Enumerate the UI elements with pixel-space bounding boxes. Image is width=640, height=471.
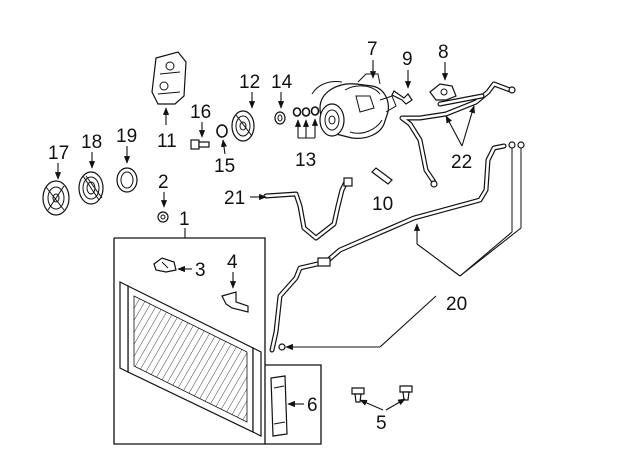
part-18-clutch-coil xyxy=(78,171,104,205)
part-6-receiver xyxy=(270,375,288,437)
callout-18: 18 xyxy=(81,132,102,153)
callout-1: 1 xyxy=(179,209,190,230)
callout-8: 8 xyxy=(438,42,449,63)
leader-5a xyxy=(359,399,384,411)
part-16-bolt xyxy=(190,139,210,150)
callout-17: 17 xyxy=(48,143,69,164)
leader-20b xyxy=(416,243,461,277)
callout-10: 10 xyxy=(372,194,393,215)
callout-13: 13 xyxy=(295,150,316,171)
part-3-bracket xyxy=(153,257,177,273)
part-2-washer xyxy=(157,211,169,223)
leader-22a xyxy=(445,115,463,147)
leader-20e xyxy=(379,295,437,348)
callout-2: 2 xyxy=(158,172,169,193)
part-5-clips xyxy=(351,385,413,403)
part-7-compressor xyxy=(311,73,397,139)
part-9-valve xyxy=(391,90,413,105)
callout-4: 4 xyxy=(227,252,238,273)
callout-7: 7 xyxy=(367,39,378,60)
leader-5b xyxy=(385,398,406,411)
callout-22: 22 xyxy=(451,152,472,173)
part-14-shim xyxy=(274,111,286,125)
leader-15 xyxy=(220,139,228,155)
callout-20: 20 xyxy=(446,294,467,315)
callout-6: 6 xyxy=(307,395,318,416)
part-13-o-rings xyxy=(292,106,320,117)
callout-19: 19 xyxy=(116,126,137,147)
part-22-discharge-hose xyxy=(399,81,516,188)
callout-15: 15 xyxy=(214,156,235,177)
part-12-clutch-hub xyxy=(231,110,255,142)
part-11-bracket xyxy=(151,51,187,105)
part-8-bracket xyxy=(429,83,457,101)
callout-21: 21 xyxy=(224,188,245,209)
part-15-snap-ring xyxy=(216,124,228,138)
leader-22b xyxy=(461,105,475,147)
leader-20d xyxy=(459,227,522,277)
part-10-stud xyxy=(371,167,393,185)
condenser-core xyxy=(119,281,262,437)
part-20-liquid-lines xyxy=(269,141,525,353)
callout-12: 12 xyxy=(239,72,260,93)
callout-11: 11 xyxy=(157,131,177,152)
callout-9: 9 xyxy=(402,49,413,70)
box-extension xyxy=(265,364,322,445)
callout-3: 3 xyxy=(195,260,206,281)
callout-16: 16 xyxy=(190,102,211,123)
part-21-suction-hose xyxy=(263,177,353,241)
callout-5: 5 xyxy=(376,413,387,434)
callout-14: 14 xyxy=(271,72,293,93)
part-17-pulley xyxy=(42,180,70,216)
part-19-ring xyxy=(116,167,138,193)
part-4-bracket xyxy=(221,291,249,313)
